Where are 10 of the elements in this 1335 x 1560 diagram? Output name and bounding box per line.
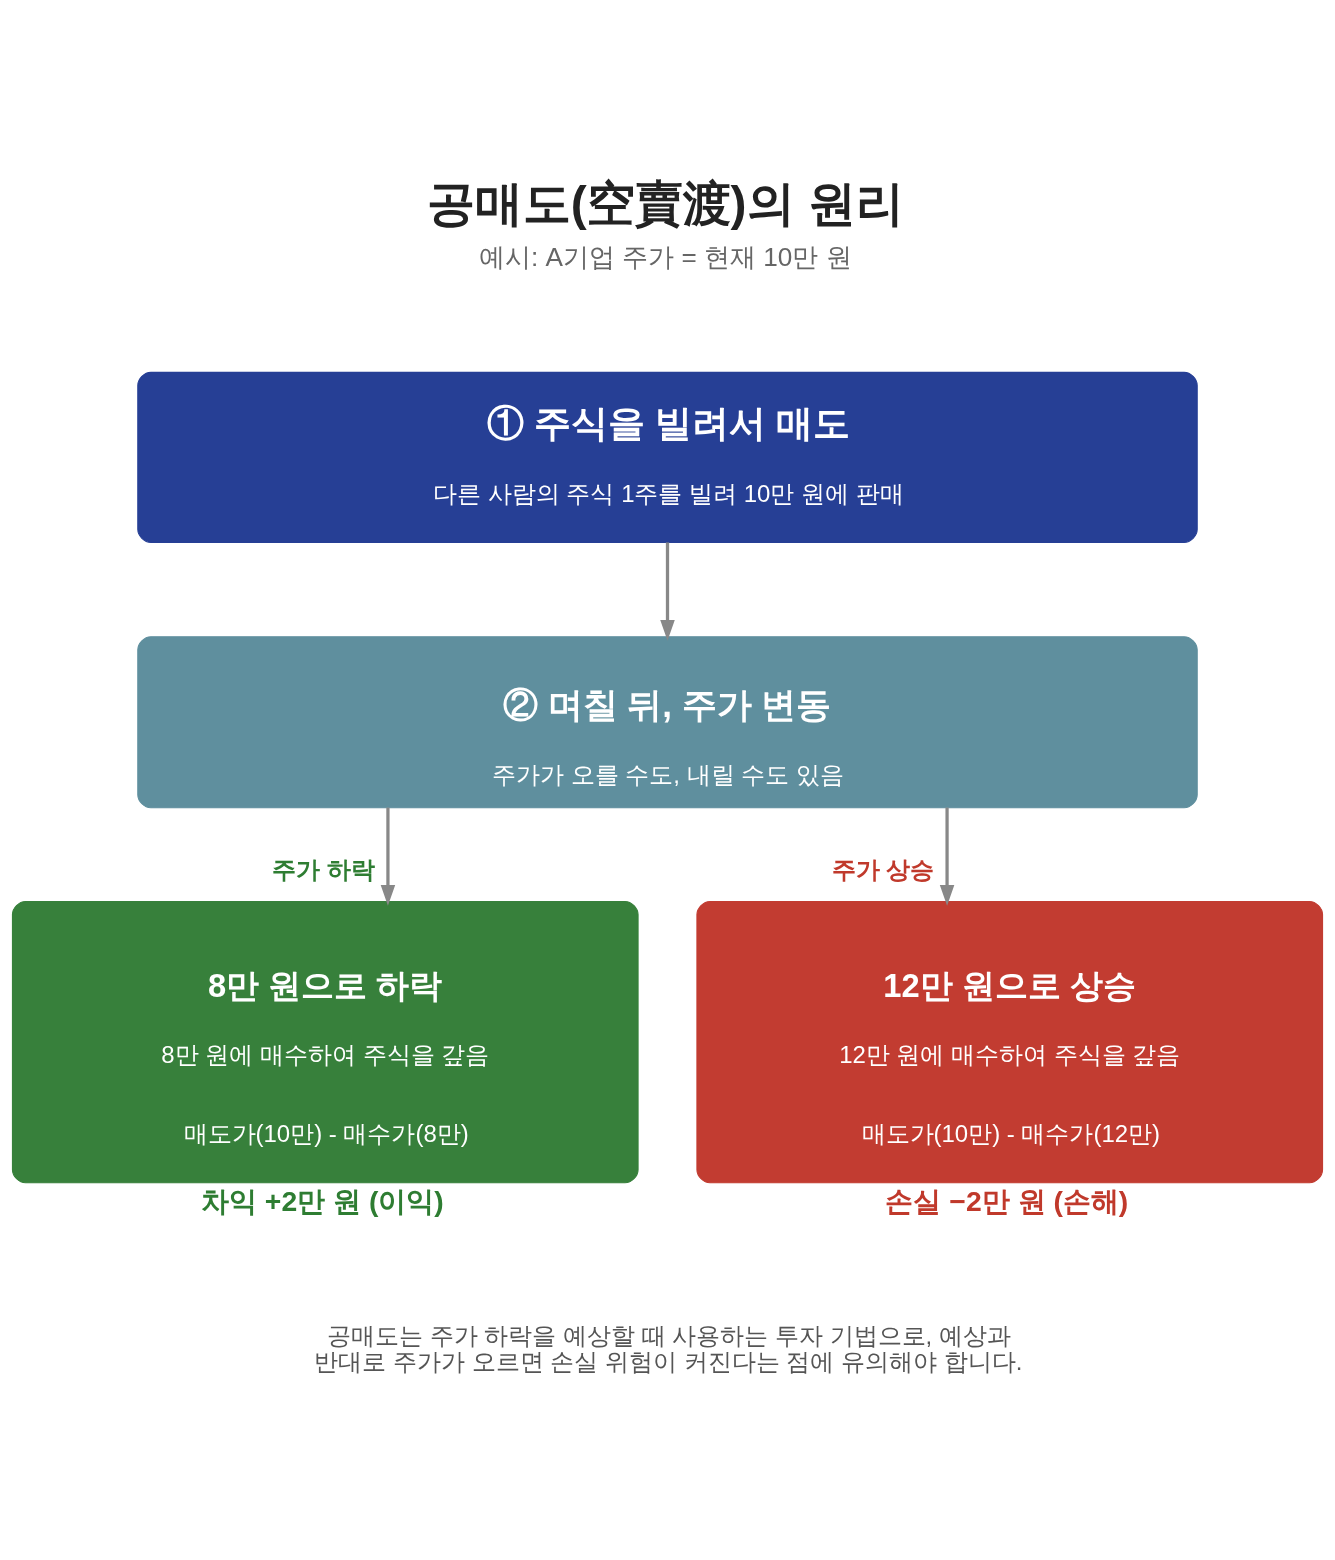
edge-label: 주가 하락 bbox=[272, 856, 376, 884]
caption: 공매도는 주가 하락을 예상할 때 사용하는 투자 기법으로, 예상과 반대로 주가가 오르면 손실 위험이 커진다는 점에 유의해야 합니다. bbox=[314, 1322, 1023, 1376]
arrow bbox=[660, 542, 675, 641]
arrow bbox=[380, 807, 396, 906]
edge-label: 주가 상승 bbox=[831, 856, 935, 884]
label: 예시: A기업 주가 = 현재 10만 원 bbox=[478, 241, 852, 272]
node-label: 손실 −2만 원 (손해) bbox=[885, 1184, 1129, 1217]
node-label: 차익 +2만 원 (이익) bbox=[201, 1184, 444, 1217]
diagram-title: 공매도(空賣渡)의 원리 bbox=[426, 176, 904, 230]
arrow bbox=[939, 807, 955, 906]
